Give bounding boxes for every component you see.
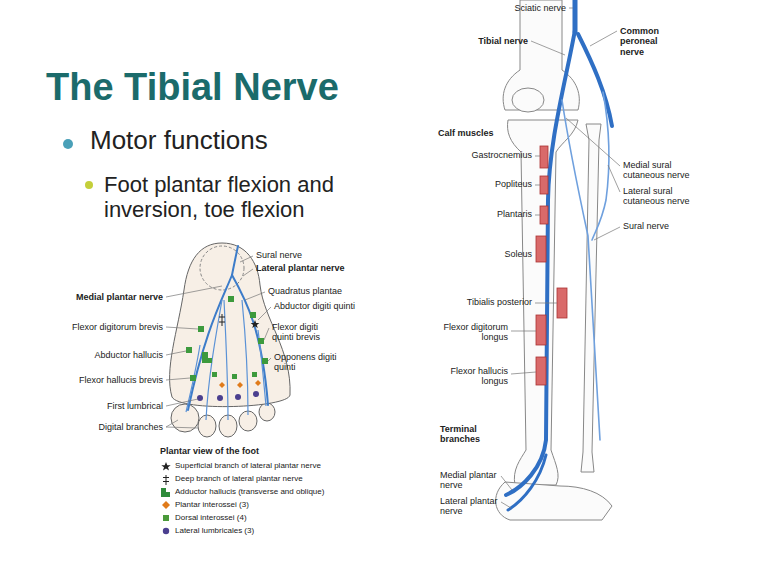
part-label: Sciatic nerve — [514, 3, 566, 13]
legend-text: Deep branch of lateral plantar nerve — [175, 474, 303, 483]
part-label: Tibialis posterior — [467, 297, 532, 307]
part-label: Sural nerve — [256, 250, 302, 260]
part-label: Flexor digiti quinti brevis — [272, 322, 342, 343]
part-label: Tibial nerve — [478, 36, 528, 46]
bullet-text: Motor functions — [90, 126, 268, 156]
part-label: Common peroneal nerve — [620, 26, 675, 57]
part-label: Opponens digiti quinti — [274, 352, 344, 373]
part-label: Flexor hallucis brevis — [79, 375, 163, 385]
part-label: Quadratus plantae — [268, 286, 342, 296]
part-label: Flexor digitorum longus — [433, 322, 508, 343]
part-label: Lateral sural cutaneous nerve — [623, 186, 708, 207]
bullet-dot — [63, 139, 73, 149]
part-label: Gastrocnemius — [471, 150, 532, 160]
legend-swatch — [162, 501, 170, 509]
part-label: Plantaris — [497, 209, 532, 219]
part-label: Popliteus — [495, 179, 532, 189]
part-label: First lumbrical — [107, 401, 163, 411]
legend-text: Lateral lumbricales (3) — [175, 526, 254, 535]
part-label: Medial sural cutaneous nerve — [623, 160, 708, 181]
part-label: Abductor hallucis — [94, 350, 163, 360]
part-label: Medial plantar nerve — [440, 470, 510, 491]
part-label: Lateral plantar nerve — [256, 263, 345, 273]
part-label: Flexor hallucis longus — [438, 366, 508, 387]
part-label: Soleus — [504, 249, 532, 259]
part-label: Lateral plantar nerve — [440, 496, 510, 517]
part-label: Sural nerve — [623, 221, 669, 231]
bullet-text: Foot plantar flexion and inversion, toe … — [104, 172, 394, 223]
legend-text: Superficial branch of lateral plantar ne… — [175, 461, 321, 470]
star-symbol — [161, 462, 170, 471]
slide-title: The Tibial Nerve — [46, 66, 339, 109]
part-label: Plantar view of the foot — [160, 446, 259, 456]
part-label: Terminal branches — [440, 424, 515, 445]
part-label: Calf muscles — [438, 128, 494, 138]
legend-swatch — [161, 488, 170, 497]
double-dagger-symbol — [163, 475, 169, 485]
part-label: Abductor digiti quinti — [274, 301, 355, 311]
legend-text: Plantar interossei (3) — [175, 500, 249, 509]
bullet-dot — [85, 181, 93, 189]
legend-text: Dorsal interossei (4) — [175, 513, 247, 522]
legend-text: Adductor hallucis (transverse and obliqu… — [175, 487, 324, 496]
legend-swatch — [163, 528, 169, 534]
leg-drawing — [496, 0, 612, 520]
part-label: Medial plantar nerve — [76, 292, 163, 302]
legend-swatch — [163, 515, 169, 521]
part-label: Digital branches — [98, 422, 163, 432]
part-label: Flexor digitorum brevis — [72, 322, 163, 332]
